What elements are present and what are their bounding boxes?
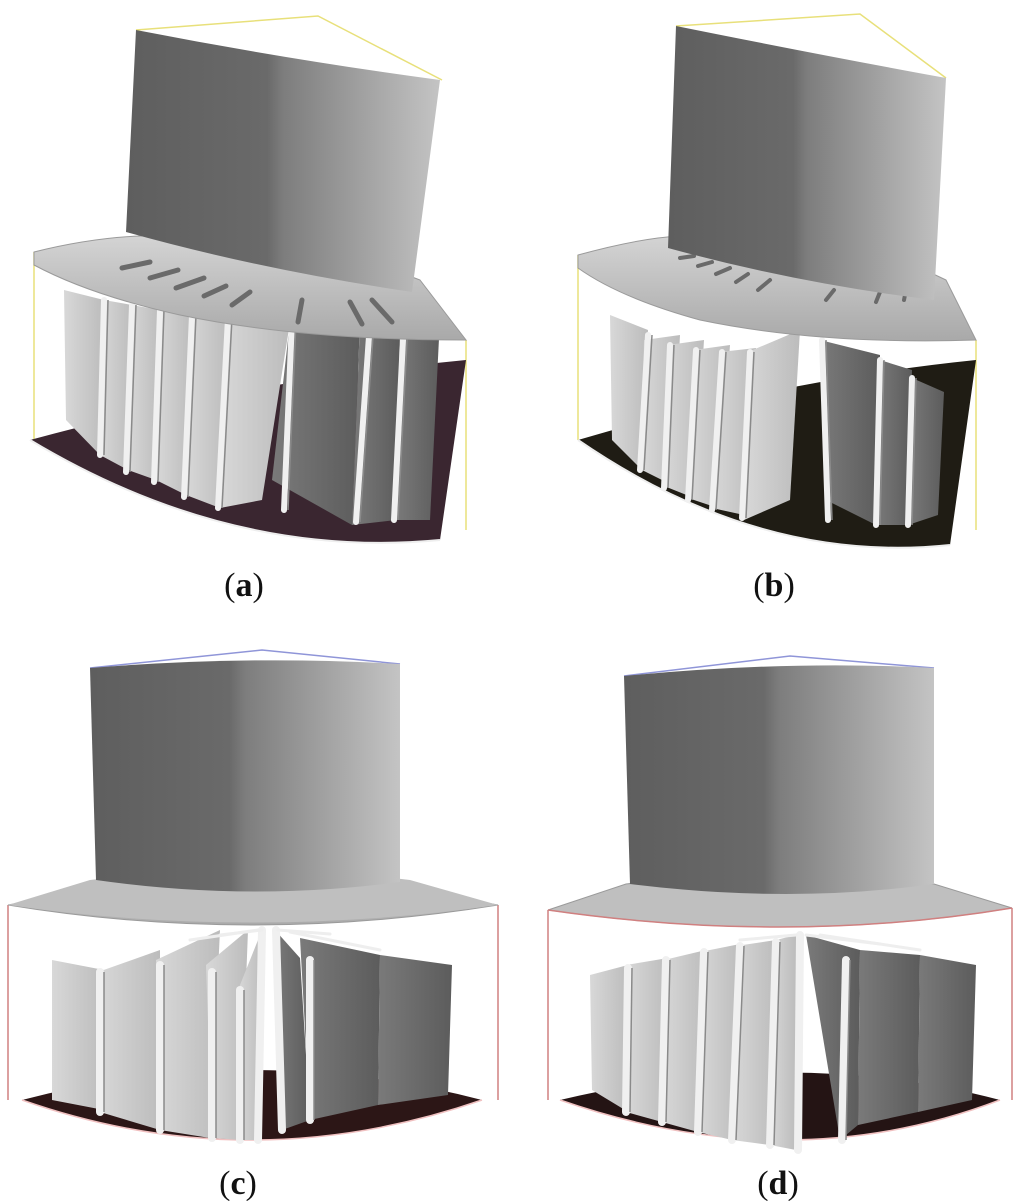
panel-d-vanes [590,931,976,1154]
panel-d-cylinder [624,665,934,894]
panel-b-cylinder [668,26,946,300]
panel-c-label: (c) [219,1165,257,1201]
panel-d-label: (d) [757,1165,799,1201]
panel-c-top-edge [89,649,401,669]
panel-a-cylinder [126,30,440,292]
panel-d-top-edge [623,655,935,677]
panel-a-vanes [64,290,440,525]
panel-d-ring-edge [547,907,1013,928]
panel-c-cylinder [90,660,400,892]
panel-c-vanes [52,926,452,1144]
panel-a-ring-slots [119,259,395,327]
panel-d: (d) [547,655,1013,1201]
panel-c: (c) [7,649,499,1201]
panel-b: (b) [577,13,977,604]
panel-b-vanes [610,315,944,528]
panel-a: (a) [29,15,468,604]
panel-b-label: (b) [753,567,795,604]
panel-a-label: (a) [224,567,264,604]
panel-c-bounding-box [7,905,499,1100]
panel-b-floor-front [577,439,951,549]
panel-a-floor-front [29,439,441,544]
panel-d-bounding-box [547,908,1013,1100]
panel-a-bounding-box [33,15,467,530]
panel-b-bounding-box [577,13,977,530]
